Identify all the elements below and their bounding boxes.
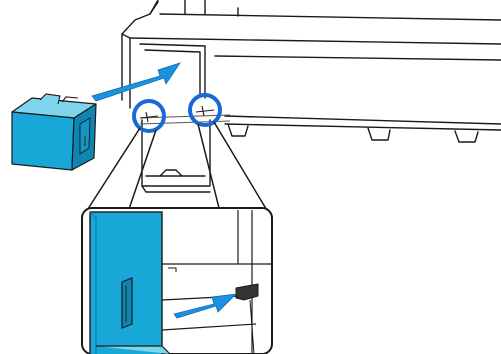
detail-inset (82, 208, 272, 354)
detail-circles (134, 95, 220, 131)
printer-body (122, 0, 501, 192)
insert-arrow (92, 63, 180, 101)
maintenance-box (12, 94, 96, 170)
magnify-circle-right (190, 95, 220, 125)
circle-inner-detail (140, 106, 214, 122)
magnify-circle-left (134, 101, 164, 131)
